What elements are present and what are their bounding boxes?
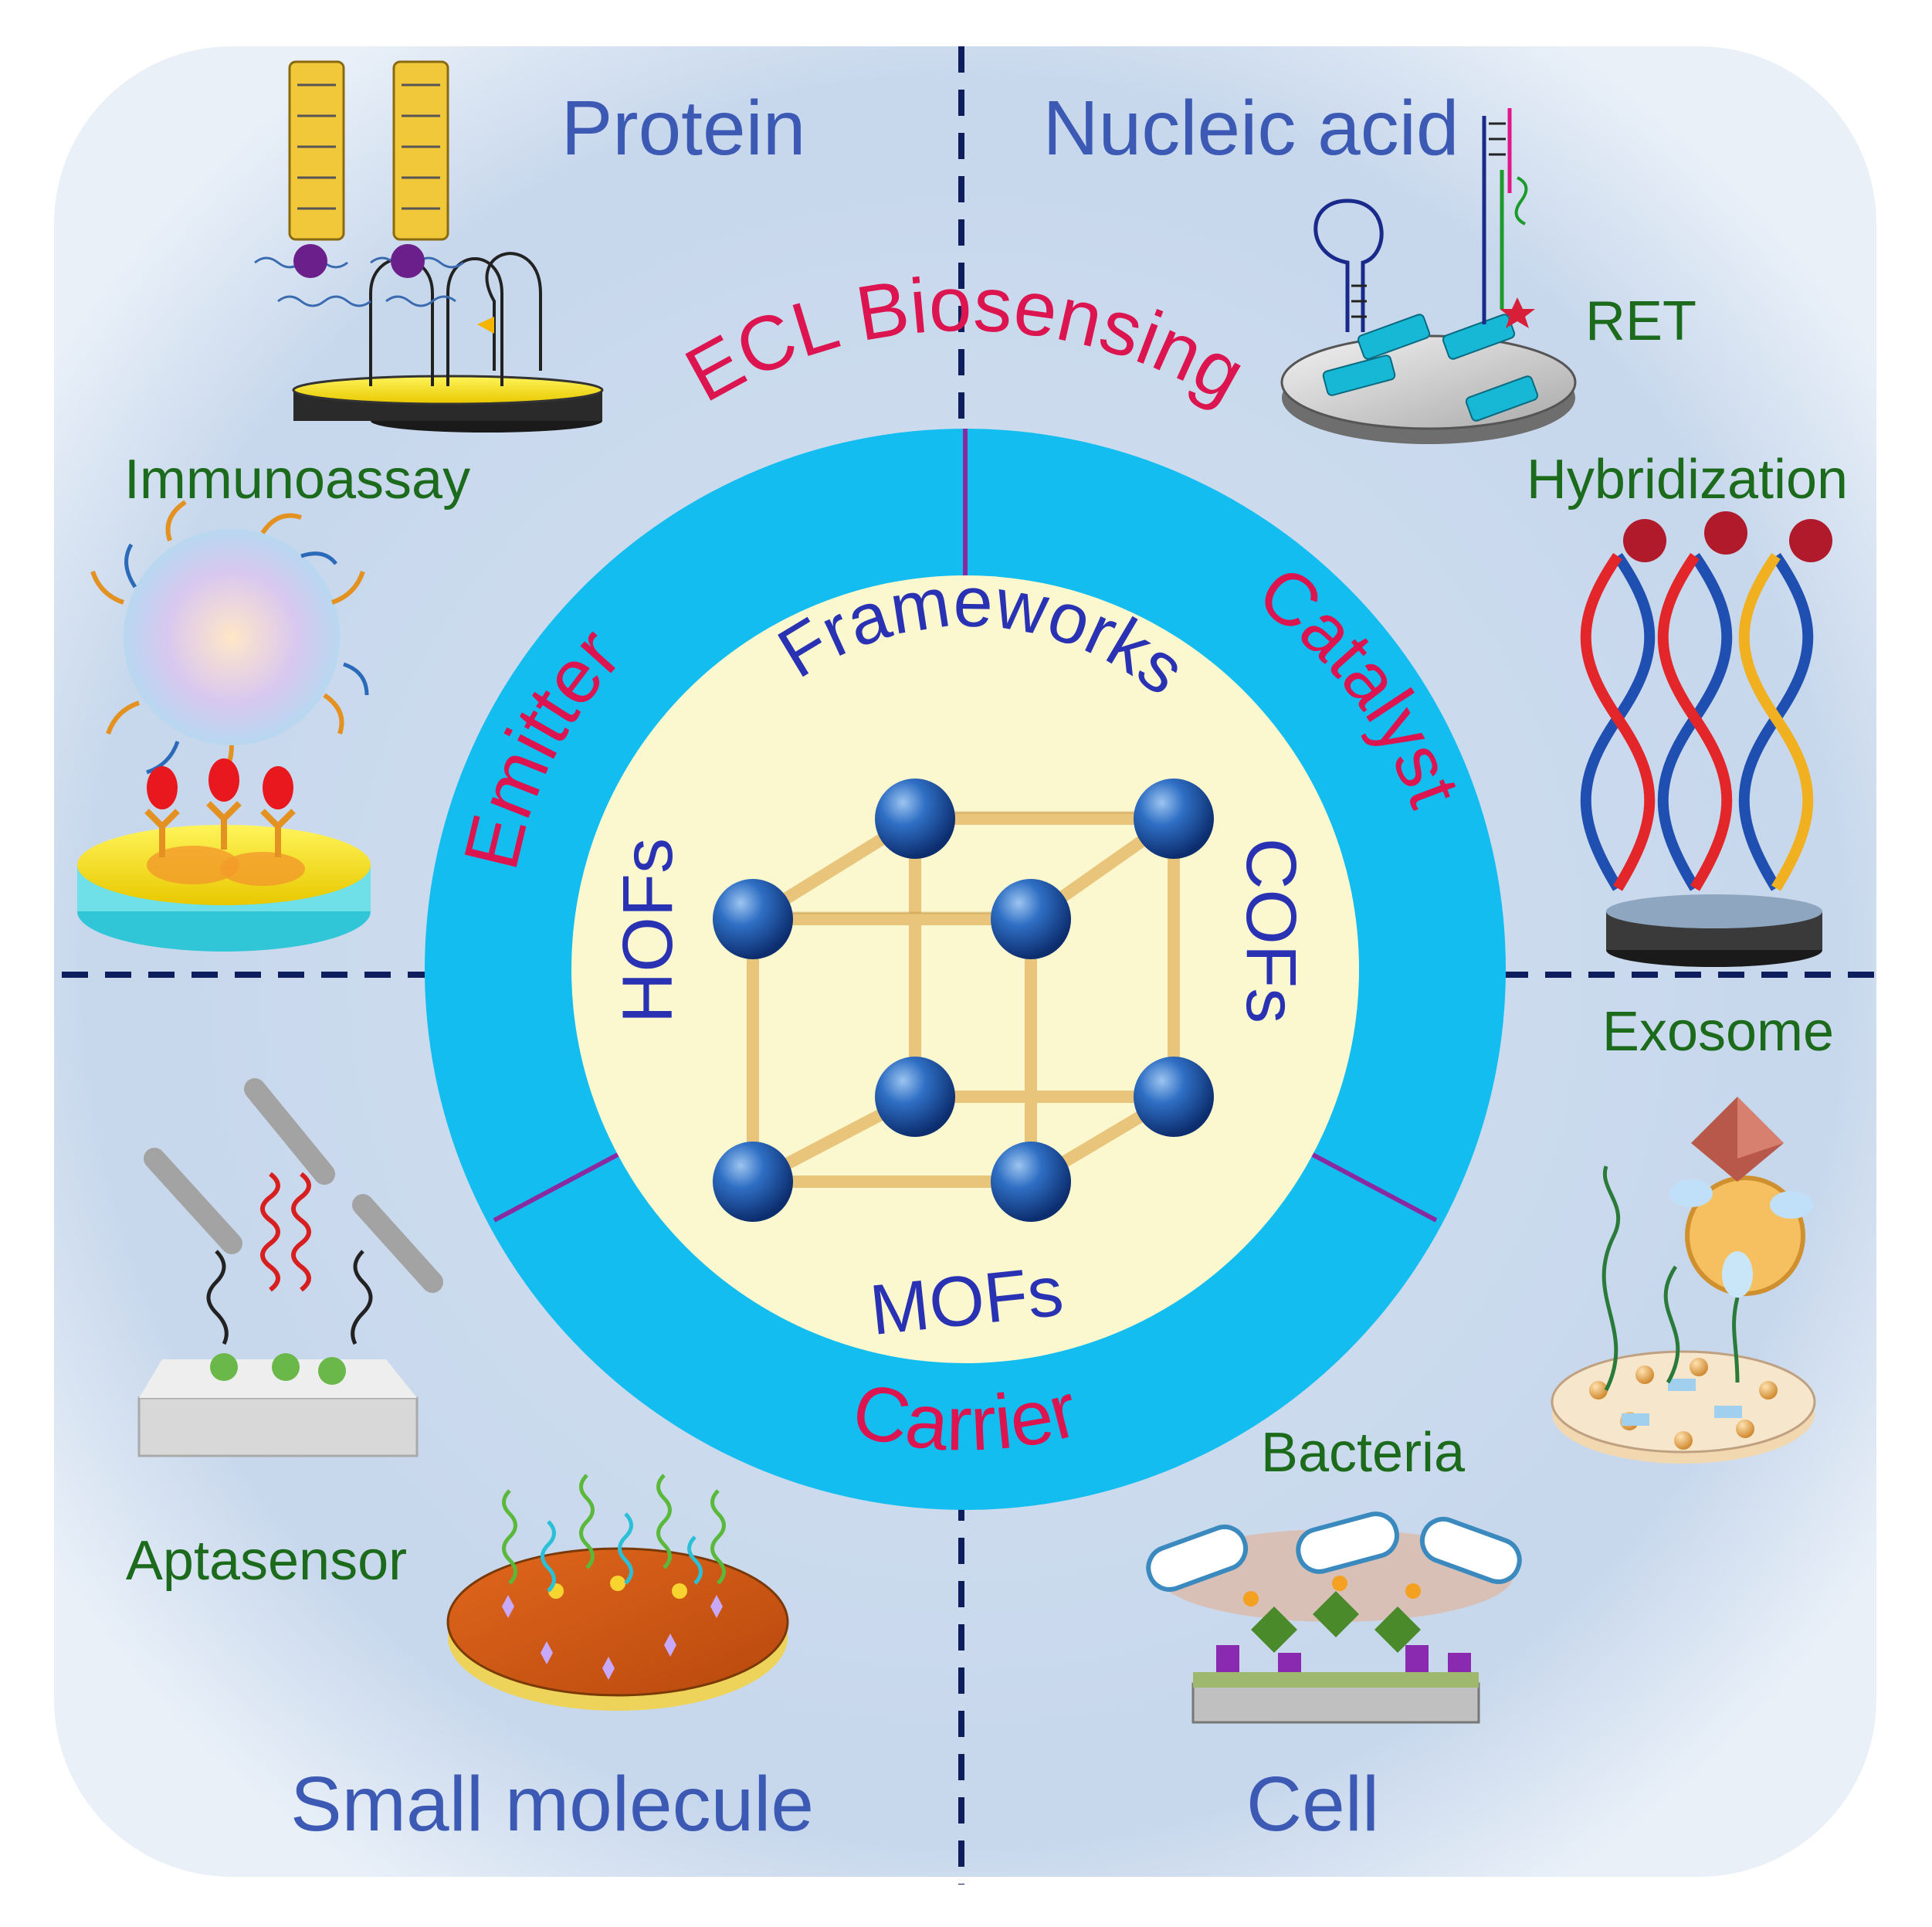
cube-framework-icon [713, 779, 1214, 1222]
bacteria-icon [1146, 1511, 1522, 1724]
type-cofs: COFs [1232, 838, 1310, 1023]
nanoparticle-icon [77, 500, 371, 952]
ring-separators [493, 429, 1438, 1223]
method-label-ret: RET [1585, 290, 1696, 352]
method-label-aptasensor: Aptasensor [126, 1530, 407, 1592]
type-hofs: HOFs [608, 838, 687, 1023]
method-label-immunoassay: Immunoassay [124, 449, 470, 511]
role-carrier-text: Carrier [845, 1366, 1086, 1467]
quadrant-dividers [62, 46, 1884, 1885]
aptasensor-disc-icon [446, 1474, 789, 1711]
ret-electrode-icon [1280, 108, 1577, 444]
dna-helix-icon [1580, 511, 1832, 967]
quadrant-title-small-molecule: Small molecule [290, 1761, 814, 1847]
exosome-icon [1551, 1097, 1816, 1464]
quadrant-title-nucleic-acid: Nucleic acid [1042, 85, 1459, 171]
aptamer-probe-icon [137, 1078, 443, 1457]
role-carrier: Carrier [845, 1366, 1086, 1467]
quadrant-title-protein: Protein [561, 85, 806, 171]
quadrant-title-cell: Cell [1246, 1761, 1379, 1847]
protein-electrode-icon [254, 60, 604, 433]
method-label-bacteria: Bacteria [1261, 1422, 1466, 1484]
method-label-hybridization: Hybridization [1527, 449, 1848, 511]
method-label-exosome: Exosome [1602, 1001, 1834, 1063]
